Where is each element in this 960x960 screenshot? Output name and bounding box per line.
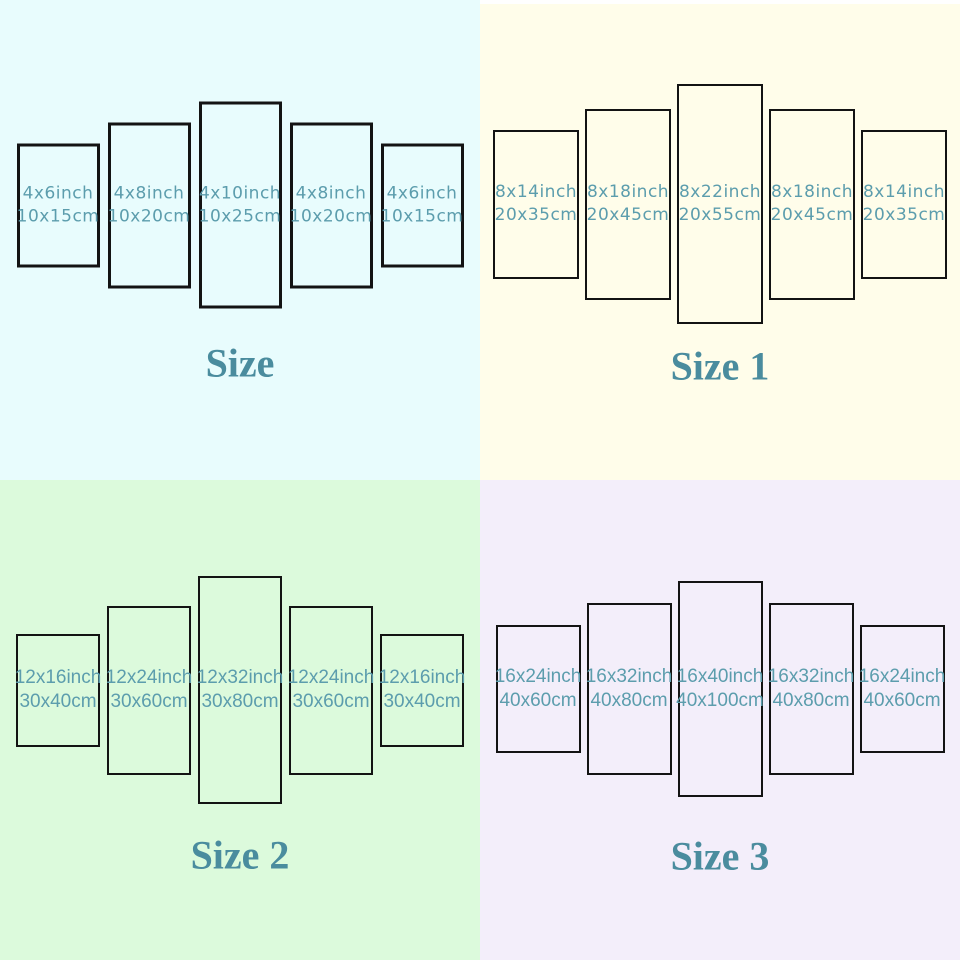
panel-size-inch: 12x16inch — [378, 667, 466, 688]
panel-size-cm: 30x60cm — [110, 691, 188, 712]
panel-size-label: 16x32inch 40x80cm — [586, 665, 673, 713]
panel-size-inch: 4x6inch — [22, 183, 94, 203]
panel-size-cm: 40x60cm — [499, 690, 577, 711]
panel-size-cm: 30x40cm — [383, 691, 461, 712]
canvas-panel: 8x18inch 20x45cm — [585, 108, 671, 300]
panel-size-label: 4x10inch 10x25cm — [199, 182, 282, 228]
panel-size-cm: 30x80cm — [201, 691, 279, 712]
panel-size-label: 8x18inch 20x45cm — [587, 181, 670, 227]
panel-size-inch: 16x32inch — [585, 666, 673, 687]
panel-row: 12x16inch 30x40cm 12x24inch 30x60cm 12x3… — [0, 576, 480, 804]
panel-size-label: 8x14inch 20x35cm — [863, 181, 946, 227]
panel-size-inch: 8x14inch — [494, 182, 578, 202]
panel-size-inch: 8x14inch — [862, 182, 946, 202]
panel-size-cm: 20x55cm — [678, 205, 762, 225]
size-chart-quadrant-size-3: 16x24inch 40x60cm 16x32inch 40x80cm 16x4… — [480, 480, 960, 960]
canvas-panel: 4x6inch 10x15cm — [380, 143, 464, 267]
chart-title: Size 3 — [670, 833, 770, 879]
canvas-panel: 4x6inch 10x15cm — [16, 143, 100, 267]
panel-size-cm: 20x45cm — [586, 205, 670, 225]
panel-size-cm: 10x25cm — [198, 206, 282, 226]
panel-size-label: 16x24inch 40x60cm — [859, 665, 946, 713]
panel-size-cm: 40x100cm — [676, 690, 764, 711]
canvas-panel: 12x32inch 30x80cm — [197, 576, 284, 804]
panel-size-label: 16x24inch 40x60cm — [495, 665, 582, 713]
canvas-panel: 4x8inch 10x20cm — [289, 122, 373, 288]
panel-size-cm: 10x20cm — [107, 206, 191, 226]
panel-size-inch: 8x18inch — [586, 182, 670, 202]
panel-size-label: 4x8inch 10x20cm — [290, 182, 373, 228]
canvas-panel: 16x24inch 40x60cm — [859, 625, 946, 753]
canvas-panel: 12x24inch 30x60cm — [288, 605, 375, 775]
chart-title: Size — [205, 340, 275, 386]
canvas-panel: 4x10inch 10x25cm — [198, 101, 282, 309]
canvas-panel: 16x24inch 40x60cm — [495, 625, 582, 753]
panel-size-inch: 12x16inch — [14, 667, 102, 688]
panel-size-label: 16x40inch 40x100cm — [676, 665, 764, 713]
panel-size-cm: 30x40cm — [19, 691, 97, 712]
top-white-strip — [480, 0, 960, 4]
panel-row: 16x24inch 40x60cm 16x32inch 40x80cm 16x4… — [480, 581, 960, 797]
panel-size-label: 12x16inch 30x40cm — [379, 666, 466, 714]
panel-size-inch: 16x24inch — [858, 666, 946, 687]
panel-size-cm: 10x15cm — [16, 206, 100, 226]
canvas-panel: 16x32inch 40x80cm — [586, 603, 673, 775]
canvas-panel: 4x8inch 10x20cm — [107, 122, 191, 288]
panel-size-inch: 4x6inch — [386, 183, 458, 203]
panel-size-inch: 16x24inch — [494, 666, 582, 687]
canvas-panel: 8x14inch 20x35cm — [493, 129, 579, 279]
panel-size-inch: 4x8inch — [295, 183, 367, 203]
panel-size-label: 8x14inch 20x35cm — [495, 181, 578, 227]
size-chart-quadrant-size-1: 8x14inch 20x35cm 8x18inch 20x45cm 8x22in… — [480, 0, 960, 480]
panel-size-cm: 30x60cm — [292, 691, 370, 712]
panel-size-label: 12x32inch 30x80cm — [197, 666, 284, 714]
panel-row: 4x6inch 10x15cm 4x8inch 10x20cm 4x10inch… — [0, 101, 480, 309]
canvas-panel: 12x16inch 30x40cm — [379, 633, 466, 747]
panel-size-cm: 20x35cm — [862, 205, 946, 225]
canvas-panel: 16x32inch 40x80cm — [768, 603, 855, 775]
canvas-panel: 12x16inch 30x40cm — [15, 633, 102, 747]
panel-size-label: 8x18inch 20x45cm — [771, 181, 854, 227]
panel-size-label: 12x24inch 30x60cm — [288, 666, 375, 714]
panel-size-inch: 4x10inch — [198, 183, 282, 203]
panel-size-label: 4x6inch 10x15cm — [381, 182, 464, 228]
size-chart-quadrant-size-2: 12x16inch 30x40cm 12x24inch 30x60cm 12x3… — [0, 480, 480, 960]
panel-size-inch: 8x18inch — [770, 182, 854, 202]
panel-size-inch: 16x32inch — [767, 666, 855, 687]
panel-size-inch: 12x24inch — [287, 667, 375, 688]
panel-size-cm: 10x15cm — [380, 206, 464, 226]
panel-size-label: 12x24inch 30x60cm — [106, 666, 193, 714]
panel-size-inch: 4x8inch — [113, 183, 185, 203]
canvas-panel: 8x22inch 20x55cm — [677, 84, 763, 324]
panel-size-cm: 20x35cm — [494, 205, 578, 225]
panel-size-cm: 20x45cm — [770, 205, 854, 225]
panel-size-label: 4x6inch 10x15cm — [17, 182, 100, 228]
panel-size-label: 12x16inch 30x40cm — [15, 666, 102, 714]
panel-size-inch: 12x24inch — [105, 667, 193, 688]
canvas-panel: 16x40inch 40x100cm — [676, 581, 764, 797]
panel-row: 8x14inch 20x35cm 8x18inch 20x45cm 8x22in… — [480, 84, 960, 324]
panel-size-inch: 8x22inch — [678, 182, 762, 202]
panel-size-label: 8x22inch 20x55cm — [679, 181, 762, 227]
panel-size-label: 4x8inch 10x20cm — [108, 182, 191, 228]
chart-title: Size 2 — [190, 832, 290, 878]
panel-size-inch: 12x32inch — [196, 667, 284, 688]
canvas-panel: 12x24inch 30x60cm — [106, 605, 193, 775]
panel-size-cm: 40x60cm — [863, 690, 941, 711]
canvas-panel: 8x18inch 20x45cm — [769, 108, 855, 300]
panel-size-label: 16x32inch 40x80cm — [768, 665, 855, 713]
chart-title: Size 1 — [670, 343, 770, 389]
size-chart-quadrant-size: 4x6inch 10x15cm 4x8inch 10x20cm 4x10inch… — [0, 0, 480, 480]
panel-size-cm: 40x80cm — [590, 690, 668, 711]
canvas-panel: 8x14inch 20x35cm — [861, 129, 947, 279]
panel-size-cm: 40x80cm — [772, 690, 850, 711]
panel-size-cm: 10x20cm — [289, 206, 373, 226]
panel-size-inch: 16x40inch — [676, 666, 764, 687]
